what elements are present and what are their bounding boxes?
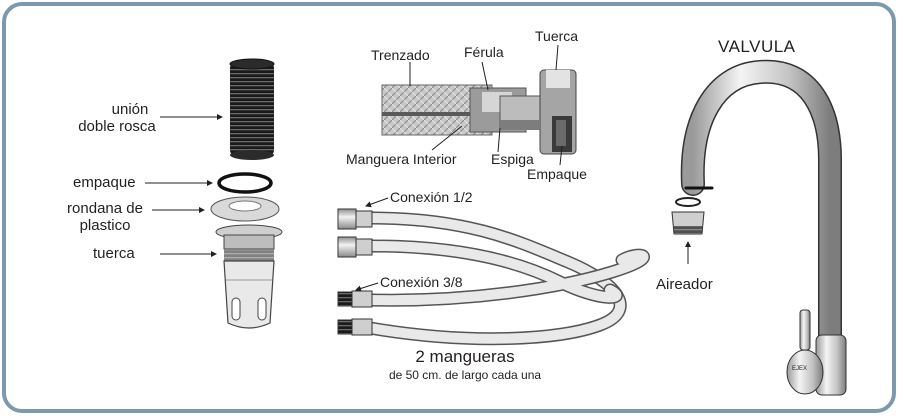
union-label-line2: doble rosca [78,118,156,135]
drain-leader-lines [145,114,223,257]
drain-body-with-nut [215,224,283,329]
hose-length-label: de 50 cm. de largo cada una [388,368,542,382]
spigot-label: Espiga [491,151,534,167]
nut-label: tuerca [93,245,135,262]
union-label-line1: unión [111,101,149,118]
faucet-spout [680,59,842,347]
hose-count-label: 2 mangueras [415,347,515,366]
half-inch-nut-top [337,208,373,230]
double-thread-union [229,58,275,160]
connection-half-label: Conexión 1/2 [390,189,473,205]
brand-mark: EJEX [792,366,808,372]
hose-cutaway [381,69,577,155]
inner-hose-label: Manguera Interior [346,151,457,167]
hose-gasket-label: Empaque [527,166,587,182]
braided-hose-lower [365,239,650,307]
washer-label-line1: rondana de [67,200,143,217]
half-inch-nut-bottom [337,236,373,258]
three-eighths-end-top [337,290,373,308]
plastic-washer [210,196,280,222]
aerator-part [671,197,705,235]
faucet-title: VALVULA [718,37,796,56]
hose-leader-lines [355,197,389,292]
connection-3-8-label: Conexión 3/8 [380,274,463,290]
rubber-gasket [217,172,273,194]
gasket-label: empaque [73,174,136,191]
ferrule-label: Férula [464,44,504,60]
braid-label: Trenzado [371,47,430,63]
washer-label-line2: plastico [79,217,131,234]
frame-border [2,2,896,413]
aerator-label: Aireador [656,276,713,293]
faucet-handle-body [786,309,847,396]
hose-cutaway-leader-lines [409,44,563,166]
hose-nut-label: Tuerca [535,28,579,44]
three-eighths-end-bottom [337,318,373,336]
